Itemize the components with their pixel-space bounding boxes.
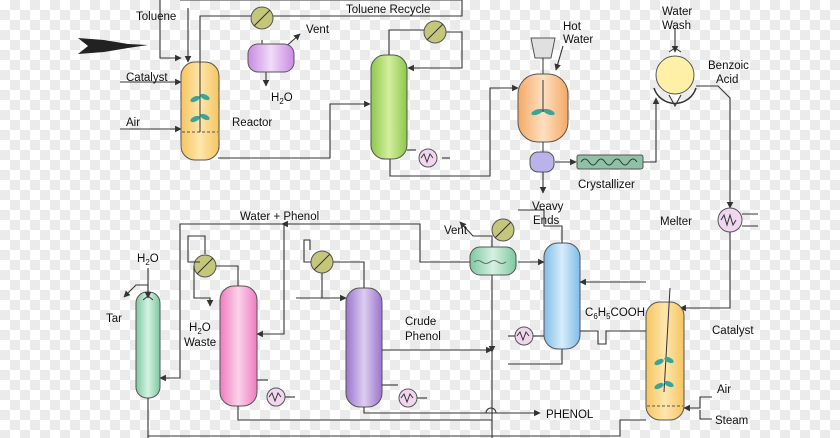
spray-nozzle-icon — [668, 47, 682, 53]
bottom-reactor-vessel — [645, 287, 685, 421]
cooler-icon — [310, 250, 334, 274]
toluene-recycle-column — [370, 54, 408, 160]
transfer-pump — [529, 151, 555, 173]
heat-exchanger-icon — [398, 388, 418, 408]
cooler-icon — [193, 254, 217, 278]
hopper-icon — [530, 37, 556, 59]
feed-arrow-icon — [78, 38, 148, 54]
reactor-vessel — [180, 40, 220, 161]
heat-exchanger-icon — [717, 207, 758, 233]
reactor-feed-lines — [120, 0, 463, 159]
crystallizer-unit — [576, 154, 644, 170]
benzoic-acid-column — [543, 242, 581, 350]
tar-column — [135, 291, 161, 399]
benzoic-filter-drum — [653, 55, 697, 108]
cooler-icon — [491, 218, 515, 242]
crude-phenol-column — [345, 287, 383, 408]
heat-exchanger-icon — [418, 148, 438, 168]
waste-column — [219, 285, 258, 407]
heat-exchanger-icon — [266, 387, 286, 407]
stirrer-icon — [190, 93, 210, 123]
decanter-vessel — [469, 246, 517, 276]
hot-water-vessel — [517, 73, 569, 143]
cooler-icon — [250, 6, 274, 30]
heat-exchanger-icon — [514, 326, 534, 346]
toluene-recycle-lines — [388, 20, 519, 177]
vent-separator — [247, 43, 295, 73]
screw-conveyor-icon — [580, 158, 638, 166]
